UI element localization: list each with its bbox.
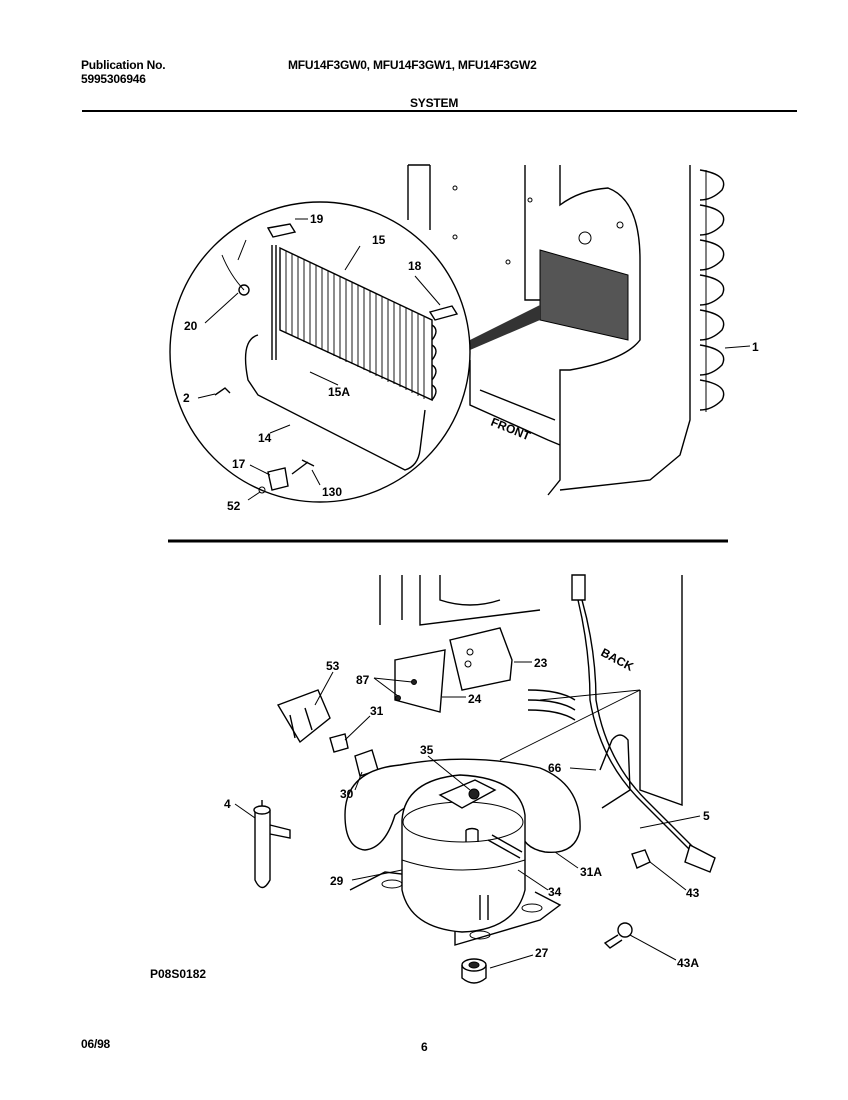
detail-magnifier-circle: [169, 201, 471, 503]
footer-page-number: 6: [421, 1040, 428, 1054]
callout-66: 66: [548, 761, 562, 775]
section-title: SYSTEM: [410, 96, 459, 110]
callout-53: 53: [326, 659, 340, 673]
callout-17: 17: [232, 457, 246, 471]
relay-bracket-drawing: [394, 627, 513, 713]
figure-code: P08S0182: [150, 967, 206, 981]
callout-35: 35: [420, 743, 434, 757]
callout-5: 5: [703, 809, 710, 823]
evaporator-detail: [214, 223, 459, 494]
callout-30: 30: [340, 787, 354, 801]
callout-14: 14: [258, 431, 272, 445]
callout-19: 19: [310, 212, 324, 226]
callout-34: 34: [548, 885, 562, 899]
overload-drawing: [276, 689, 379, 777]
compressor-drawing: [344, 758, 581, 946]
drier-drawing: [253, 800, 291, 889]
top-leader-lines: [197, 218, 751, 501]
callout-15: 15: [372, 233, 386, 247]
callout-52: 52: [227, 499, 241, 513]
callout-20: 20: [184, 319, 198, 333]
publication-label: Publication No.: [81, 58, 166, 72]
callout-43: 43: [686, 886, 700, 900]
small-parts-drawing: [461, 849, 651, 984]
wiring-drawing: [527, 574, 716, 873]
cabinet-top-drawing: [407, 164, 725, 496]
front-label: FRONT: [489, 415, 533, 444]
callout-27: 27: [535, 946, 549, 960]
callout-15a: 15A: [328, 385, 350, 399]
callout-29: 29: [330, 874, 344, 888]
bottom-leader-lines: [234, 661, 701, 969]
publication-number: 5995306946: [81, 72, 146, 86]
header-rule: [82, 110, 797, 112]
callout-4: 4: [224, 797, 231, 811]
callout-23: 23: [534, 656, 548, 670]
callout-31a: 31A: [580, 865, 602, 879]
callout-31: 31: [370, 704, 384, 718]
callout-18: 18: [408, 259, 422, 273]
model-numbers: MFU14F3GW0, MFU14F3GW1, MFU14F3GW2: [288, 58, 537, 72]
back-label: BACK: [599, 645, 636, 674]
footer-date: 06/98: [81, 1037, 111, 1051]
callout-130: 130: [322, 485, 342, 499]
callout-24: 24: [468, 692, 482, 706]
callout-43a: 43A: [677, 956, 699, 970]
callout-1: 1: [752, 340, 759, 354]
callout-2: 2: [183, 391, 190, 405]
callout-87: 87: [356, 673, 370, 687]
